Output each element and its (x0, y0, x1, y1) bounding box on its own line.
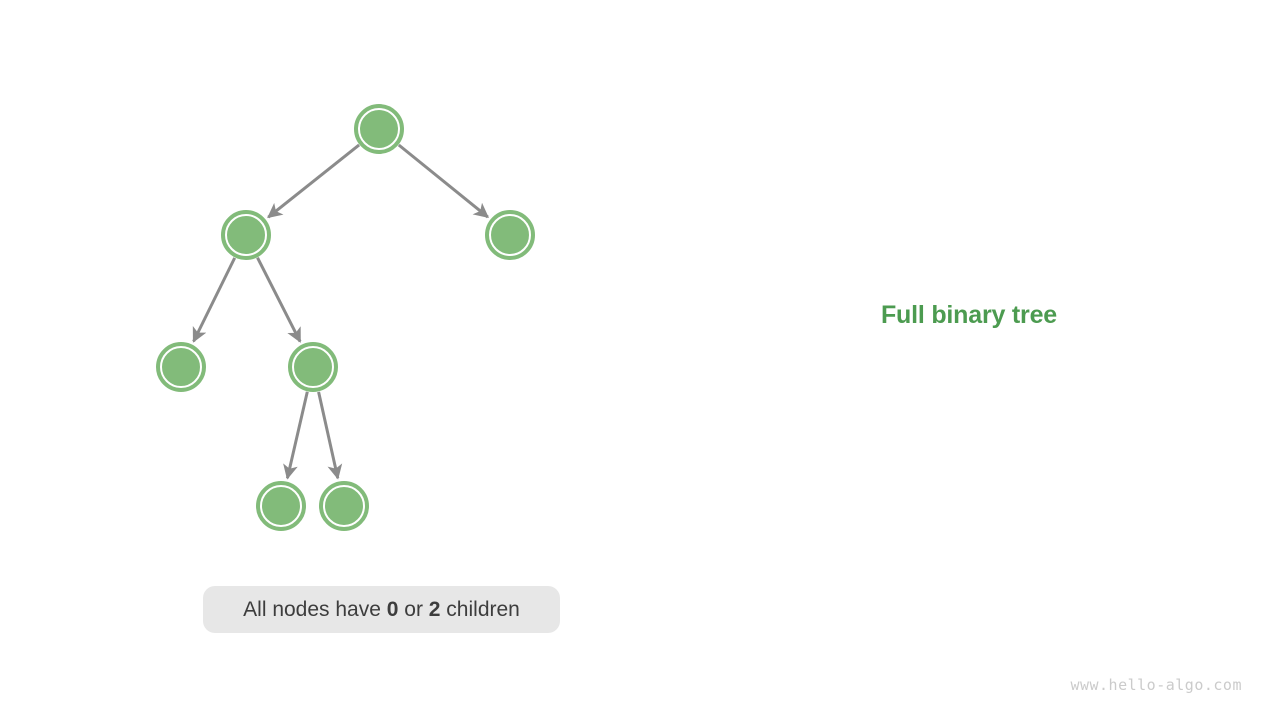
tree-edge-root-r (397, 143, 489, 219)
tree-node-inner-ring (489, 214, 531, 256)
tree-edge-lr-lrr (317, 391, 343, 480)
caption-bold-two: 2 (428, 597, 441, 621)
tree-node-lr (288, 342, 338, 392)
tree-node-inner-ring (323, 485, 365, 527)
tree-node-circle (288, 342, 338, 392)
tree-node-lrr (319, 481, 369, 531)
tree-edge-l-ll (192, 257, 237, 343)
binary-tree-diagram (156, 104, 535, 531)
tree-node-ll (156, 342, 206, 392)
tree-node-circle (156, 342, 206, 392)
tree-node-inner-ring (292, 346, 334, 388)
caption-text-part: All nodes have (243, 597, 387, 621)
tree-node-l (221, 210, 271, 260)
caption-pill: All nodes have 0 or 2 children (203, 586, 560, 633)
tree-node-inner-ring (260, 485, 302, 527)
caption-text-part: children (440, 597, 520, 621)
tree-node-circle (485, 210, 535, 260)
tree-edge-lr-lrl (283, 391, 309, 480)
tree-node-root (354, 104, 404, 154)
tree-edge-root-l (267, 143, 361, 219)
caption-text-part: or (398, 597, 429, 621)
tree-node-r (485, 210, 535, 260)
watermark: www.hello-algo.com (1070, 676, 1242, 694)
tree-node-inner-ring (358, 108, 400, 150)
tree-node-circle (354, 104, 404, 154)
tree-node-lrl (256, 481, 306, 531)
tree-node-circle (319, 481, 369, 531)
tree-node-circle (221, 210, 271, 260)
caption-bold-zero: 0 (386, 597, 399, 621)
tree-node-inner-ring (160, 346, 202, 388)
diagram-title: Full binary tree (880, 301, 1057, 329)
tree-edge-l-lr (256, 257, 302, 343)
tree-node-inner-ring (225, 214, 267, 256)
tree-node-circle (256, 481, 306, 531)
